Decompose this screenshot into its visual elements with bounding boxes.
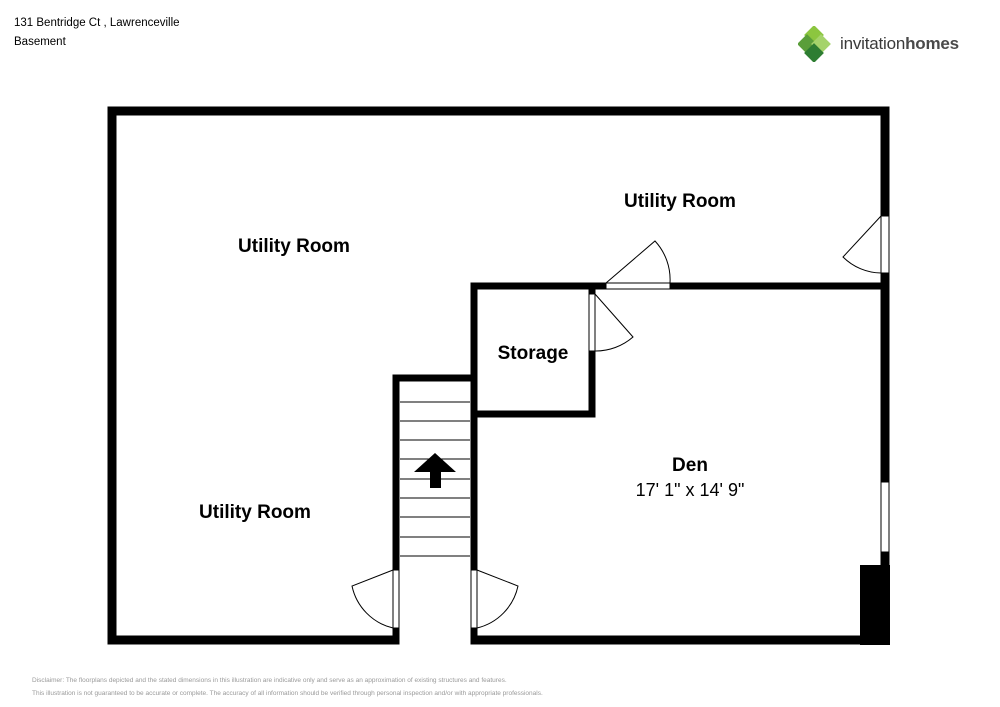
door-swing-stair-left	[351, 569, 394, 629]
outer-walls	[107, 106, 890, 645]
door-swing-stair-right	[476, 569, 519, 629]
disclaimer-line-2: This illustration is not guaranteed to b…	[32, 690, 543, 697]
logo-word-invitation: invitation	[840, 34, 906, 53]
door-swings	[351, 215, 882, 629]
disclaimer-line-1: Disclaimer: The floorplans depicted and …	[32, 677, 507, 684]
stair-up-arrow-icon	[414, 453, 456, 488]
floor-text: Basement	[14, 36, 66, 48]
door-swing-right	[842, 215, 882, 274]
utility-room-bottom-left-label: Utility Room	[199, 502, 311, 523]
wall-block	[860, 565, 890, 645]
utility-room-top-left-label: Utility Room	[238, 236, 350, 257]
door-swing-storage	[594, 293, 634, 352]
door-swing-top	[605, 240, 671, 284]
logo-wordmark: invitationhomes	[840, 34, 959, 54]
den-label: Den	[672, 455, 708, 476]
den-dimensions-label: 17' 1" x 14' 9"	[636, 480, 745, 500]
utility-room-top-right-label: Utility Room	[624, 191, 736, 212]
disclaimer: Disclaimer: The floorplans depicted and …	[32, 674, 543, 700]
storage-label: Storage	[498, 343, 569, 364]
address-text: 131 Bentridge Ct , Lawrenceville	[14, 17, 180, 29]
wall-openings	[392, 215, 890, 629]
diamond-logo-icon	[798, 26, 831, 62]
interior-walls	[392, 282, 889, 644]
logo-word-homes: homes	[905, 34, 959, 53]
header: 131 Bentridge Ct , Lawrenceville Basemen…	[14, 14, 180, 52]
brand-logo: invitationhomes	[798, 26, 959, 62]
